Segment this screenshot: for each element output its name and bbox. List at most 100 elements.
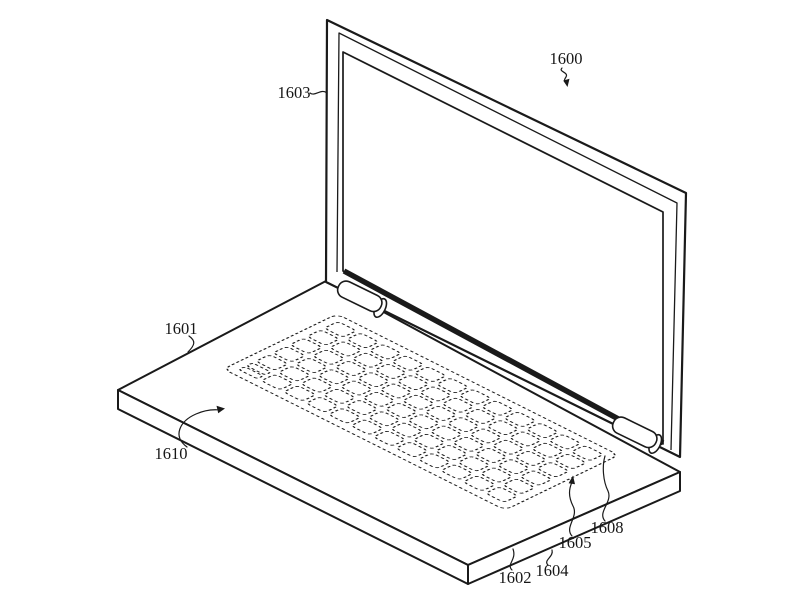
keyboard-key bbox=[307, 397, 337, 412]
keyboard-key bbox=[436, 445, 467, 460]
keyboard-key bbox=[364, 391, 394, 407]
keyboard-key bbox=[505, 412, 535, 427]
keyboard-key bbox=[375, 364, 406, 379]
keyboard-half-key bbox=[239, 366, 263, 379]
keyboard-key bbox=[296, 358, 327, 373]
keyboard-key bbox=[415, 367, 445, 382]
keyboard-key bbox=[448, 417, 479, 433]
keyboard-key bbox=[453, 436, 484, 452]
keyboard-key bbox=[308, 330, 339, 346]
keyboard-key bbox=[515, 451, 546, 466]
ref-label-1602: 1602 bbox=[499, 568, 532, 587]
keyboard-key bbox=[325, 322, 356, 337]
keyboard-key bbox=[348, 333, 378, 349]
keyboard-key bbox=[341, 380, 372, 396]
keyboard-key bbox=[442, 464, 472, 480]
keyboard-key bbox=[291, 338, 321, 354]
keyboard-key bbox=[460, 389, 490, 405]
left-hinge-barrel bbox=[336, 280, 383, 313]
keyboard-key bbox=[443, 397, 473, 413]
keyboard-key bbox=[370, 344, 401, 360]
keyboard-key bbox=[324, 388, 355, 404]
arrowhead-1600 bbox=[563, 78, 570, 87]
keyboard-key bbox=[386, 403, 417, 418]
keyboard-key bbox=[482, 400, 513, 416]
keyboard-half-key bbox=[247, 363, 271, 375]
keyboard-key bbox=[459, 456, 489, 472]
keyboard-key bbox=[274, 346, 304, 362]
keyboard-key bbox=[476, 448, 506, 463]
keyboard-key bbox=[381, 383, 411, 399]
laptop-lid bbox=[324, 18, 688, 459]
keyboard-key bbox=[398, 375, 428, 391]
keyboard-key bbox=[408, 414, 439, 430]
keyboard-key bbox=[481, 467, 512, 483]
keyboard-key bbox=[369, 411, 399, 427]
arrowhead-1610 bbox=[216, 405, 225, 414]
arrowhead-1605 bbox=[568, 475, 575, 485]
keyboard-key bbox=[420, 386, 451, 402]
keyboard-key bbox=[391, 422, 422, 438]
keyboard-key bbox=[532, 442, 563, 458]
keyboard-key bbox=[521, 470, 551, 486]
keyboard-key bbox=[414, 433, 444, 449]
ref-label-1610: 1610 bbox=[155, 444, 188, 463]
leader-1602 bbox=[509, 548, 515, 571]
keyboard-key bbox=[464, 475, 495, 491]
leader-1610 bbox=[178, 409, 218, 448]
keyboard-key bbox=[397, 442, 427, 457]
screen-bottom-edge bbox=[342, 268, 665, 446]
keyboard-key bbox=[313, 349, 344, 365]
keyboard-key bbox=[426, 406, 456, 421]
leader-1604 bbox=[546, 549, 553, 566]
keyboard-key bbox=[488, 420, 518, 435]
keyboard-key bbox=[465, 409, 496, 424]
ref-label-1600: 1600 bbox=[550, 49, 583, 68]
keyboard-keys bbox=[239, 322, 602, 502]
keyboard-key bbox=[353, 352, 383, 368]
leader-1608 bbox=[602, 455, 610, 522]
keyboard-key bbox=[302, 377, 332, 393]
keyboard-key bbox=[470, 428, 501, 444]
right-hinge bbox=[611, 416, 663, 455]
keyboard-key bbox=[493, 439, 523, 455]
leader-1605 bbox=[568, 481, 575, 537]
keyboard-key bbox=[352, 419, 382, 435]
keyboard-key bbox=[498, 459, 529, 475]
keyboard-key bbox=[279, 366, 310, 382]
keyboard-key bbox=[319, 369, 349, 385]
reference-numerals: 1600 1603 1601 1610 1602 1604 1605 1608 bbox=[155, 49, 624, 587]
leader-1603 bbox=[309, 90, 328, 95]
keyboard-key bbox=[330, 341, 361, 357]
leader-lines bbox=[178, 67, 610, 571]
keyboard-key bbox=[284, 386, 315, 401]
base-right-face bbox=[467, 471, 681, 585]
keyboard-key bbox=[419, 453, 450, 469]
ref-label-1608: 1608 bbox=[591, 518, 624, 537]
keyboard-key bbox=[262, 374, 293, 390]
keyboard-key bbox=[431, 425, 461, 441]
keyboard-region bbox=[226, 315, 616, 509]
ref-label-1601: 1601 bbox=[165, 319, 198, 338]
keyboard-key bbox=[403, 394, 434, 410]
keyboard-key bbox=[374, 431, 405, 446]
display-screen bbox=[342, 51, 664, 445]
left-hinge bbox=[336, 280, 388, 319]
keyboard-key bbox=[538, 462, 568, 478]
ref-label-1605: 1605 bbox=[559, 533, 592, 552]
keyboard-key bbox=[504, 478, 534, 494]
keyboard-boundary-dashed bbox=[226, 315, 616, 509]
keyboard-key bbox=[329, 408, 360, 424]
keyboard-key bbox=[572, 445, 602, 461]
keyboard-key bbox=[257, 355, 287, 370]
keyboard-key bbox=[437, 378, 468, 393]
keyboard-key bbox=[392, 355, 423, 371]
keyboard-key bbox=[358, 372, 389, 388]
keyboard-key bbox=[527, 423, 558, 438]
leader-1601 bbox=[187, 335, 195, 353]
keyboard-key bbox=[346, 400, 377, 415]
right-hinge-barrel bbox=[611, 416, 658, 449]
ref-label-1603: 1603 bbox=[278, 83, 311, 102]
